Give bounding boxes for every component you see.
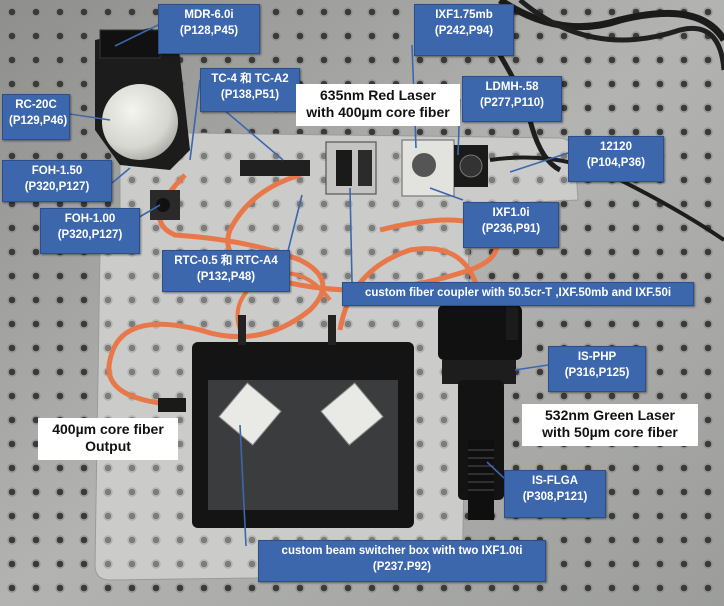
note-line: Output <box>85 438 131 454</box>
label-line: FOH-1.50 <box>31 165 83 177</box>
label-line: (P237.P92) <box>372 561 432 573</box>
note-line: with 50µm core fiber <box>542 424 678 440</box>
label-line: IXF1.0i <box>492 207 530 219</box>
label-line: (P320,P127) <box>24 181 90 193</box>
foh-post <box>156 198 170 212</box>
label-line: (P236,P91) <box>481 223 541 235</box>
label-line: LDMH-.58 <box>485 81 539 93</box>
label-rc-20c: RC-20C (P129,P46) <box>2 94 70 140</box>
label-12120: 12120 (P104,P36) <box>568 136 664 182</box>
orange-fiber <box>106 173 326 408</box>
label-custom-fiber-coupler: custom fiber coupler with 50.5cr-T ,IXF.… <box>342 282 694 306</box>
label-line: IS-FLGA <box>532 475 578 487</box>
green-laser-top <box>438 305 522 360</box>
note-output: 400µm core fiber Output <box>38 418 178 460</box>
note-line: 400µm core fiber <box>52 421 164 437</box>
tc4-connector <box>240 160 310 176</box>
label-line: 12120 <box>600 141 632 153</box>
label-mdr-6-0i: MDR-6.0i (P128,P45) <box>158 4 260 54</box>
label-is-php: IS-PHP (P316,P125) <box>548 346 646 392</box>
note-line: 635nm Red Laser <box>320 87 436 103</box>
label-ixf1-75mb: IXF1.75mb (P242,P94) <box>414 4 514 56</box>
label-line: RC-20C <box>15 99 57 111</box>
label-line: (P316,P125) <box>564 367 630 379</box>
label-tc-4: TC-4 和 TC-A2 (P138,P51) <box>200 68 300 112</box>
label-line: (P132,P48) <box>196 271 256 283</box>
label-line: RTC-0.5 和 RTC-A4 <box>174 255 278 267</box>
switcher-mount-right <box>320 382 384 446</box>
label-line: (P128,P45) <box>179 25 239 37</box>
note-line: with 400µm core fiber <box>306 104 450 120</box>
label-line: MDR-6.0i <box>184 9 234 21</box>
label-line: IS-PHP <box>577 351 617 363</box>
label-line: TC-4 和 TC-A2 <box>211 73 289 85</box>
output-fiber-end <box>158 398 186 412</box>
label-line: custom fiber coupler with 50.5cr-T ,IXF.… <box>364 287 672 299</box>
label-ixf1-0i: IXF1.0i (P236,P91) <box>463 202 559 248</box>
label-rtc: RTC-0.5 和 RTC-A4 (P132,P48) <box>162 250 290 292</box>
mdr-mount <box>99 29 161 59</box>
note-line: 532nm Green Laser <box>545 407 675 423</box>
label-foh-1-50: FOH-1.50 (P320,P127) <box>2 160 112 202</box>
label-line: (P104,P36) <box>586 157 646 169</box>
label-line: (P138,P51) <box>220 89 280 101</box>
black-cable <box>518 0 724 71</box>
label-line: FOH-1.00 <box>64 213 116 225</box>
label-is-flga: IS-FLGA (P308,P121) <box>504 470 606 518</box>
switcher-mount-left <box>218 382 282 446</box>
label-line: (P129,P46) <box>9 115 68 127</box>
label-foh-1-00: FOH-1.00 (P320,P127) <box>40 208 140 254</box>
label-line: IXF1.75mb <box>435 9 493 21</box>
label-line: custom beam switcher box with two IXF1.0… <box>281 545 523 557</box>
lens-ridges <box>468 449 494 491</box>
label-line: (P277,P110) <box>480 97 544 109</box>
note-green-laser: 532nm Green Laser with 50µm core fiber <box>522 404 698 446</box>
black-cable <box>498 0 724 42</box>
label-beam-switcher: custom beam switcher box with two IXF1.0… <box>258 540 546 582</box>
integrating-sphere <box>102 84 178 160</box>
label-ldmh: LDMH-.58 (P277,P110) <box>462 76 562 122</box>
note-red-laser: 635nm Red Laser with 400µm core fiber <box>296 84 460 126</box>
label-line: (P242,P94) <box>434 25 494 37</box>
label-line: (P308,P121) <box>522 491 588 503</box>
label-line: (P320,P127) <box>57 229 123 241</box>
